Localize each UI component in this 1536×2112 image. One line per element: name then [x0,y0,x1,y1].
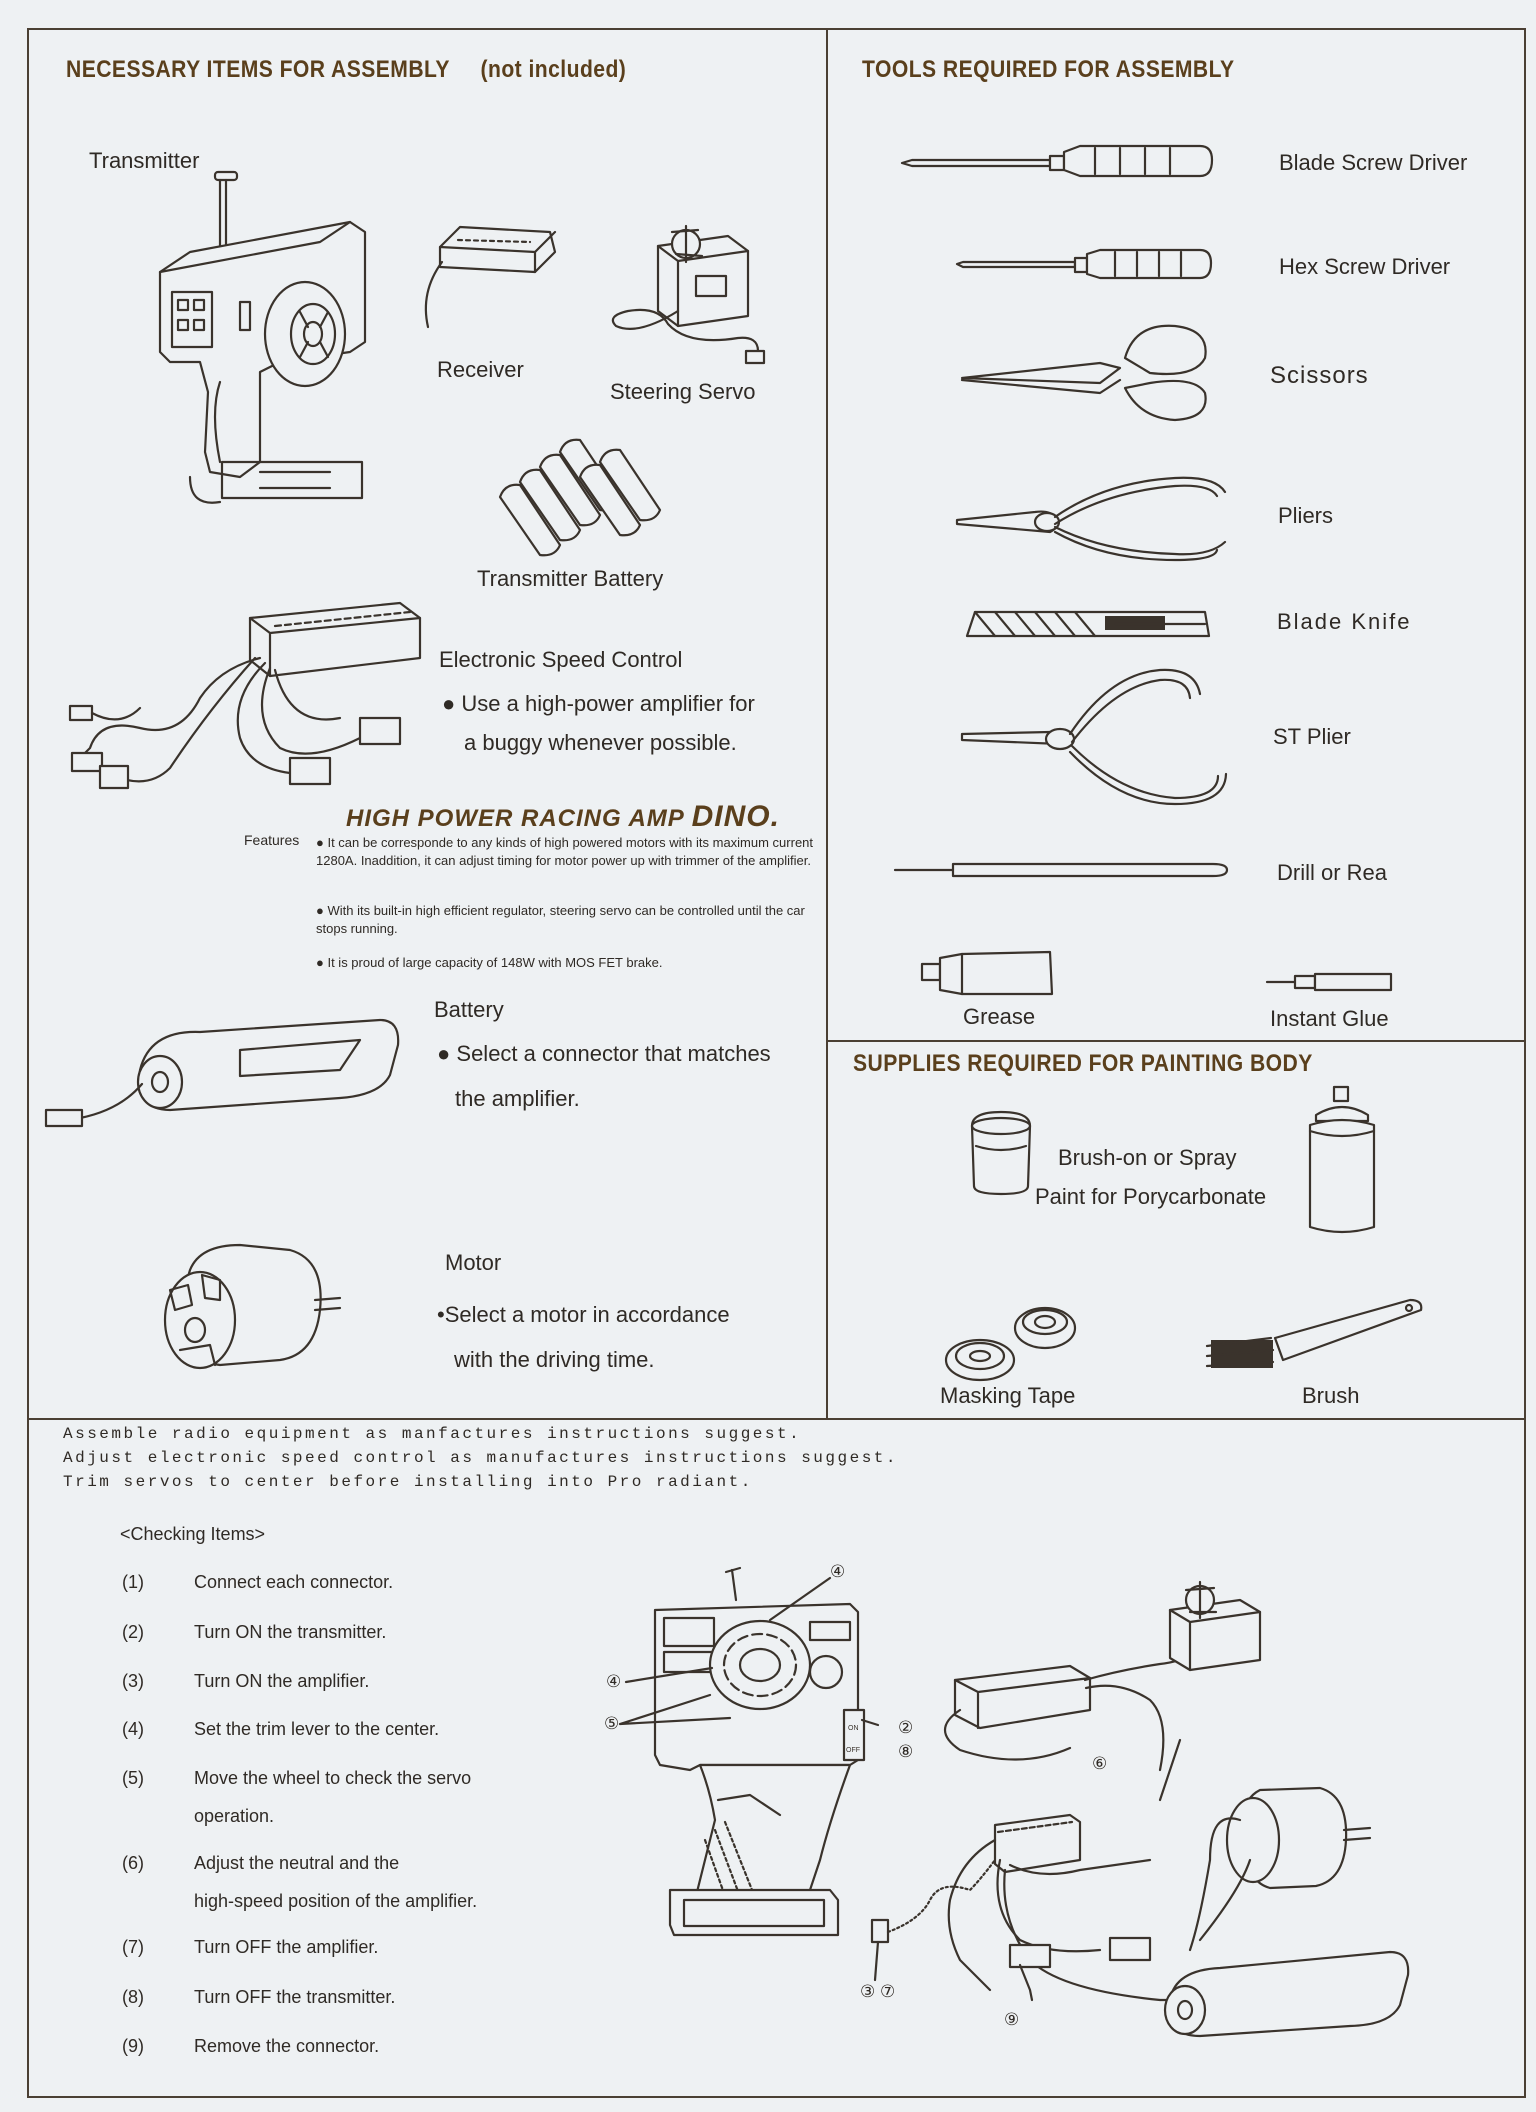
grease-label: Grease [963,1004,1036,1029]
st-plier-icon [960,668,1228,806]
check-item-number: (8) [122,1987,144,2007]
callout-8: ⑧ [898,1742,914,1761]
check-item-text: Turn OFF the amplifier. [194,1937,379,1957]
transmitter-battery-illustration [498,438,662,557]
amp-title-part-a: HIGH POWER RACING AMP [346,805,692,832]
check-item-number: (6) [122,1853,144,1873]
motor-label: Motor [445,1250,502,1275]
masking-tape-label: Masking Tape [940,1383,1076,1408]
instant-glue-icon [1265,972,1393,992]
check-item-number: (4) [122,1719,144,1739]
features-label: Features [244,832,300,848]
callout-9: ⑨ [1004,2010,1020,2029]
painting-title: SUPPLIES REQUIRED FOR PAINTING BODY [853,1050,1313,1077]
callout-3-7: ③ ⑦ [860,1982,896,2001]
instant-glue-label: Instant Glue [1270,1006,1389,1031]
transmitter-label: Transmitter [89,148,200,173]
check-item-text: high-speed position of the amplifier. [194,1891,478,1911]
check-item-text: Move the wheel to check the servo [194,1768,472,1788]
blade-knife-icon [965,610,1211,638]
grease-icon [920,950,1054,996]
instruction-line-2: Adjust electronic speed control as manuf… [63,1449,899,1467]
check-item-number: (1) [122,1572,144,1592]
tools-title: TOOLS REQUIRED FOR ASSEMBLY [862,56,1235,83]
motor-illustration [163,1243,342,1370]
amp-title-dino: DINO. [691,800,780,833]
check-item-text: Remove the connector. [194,2036,380,2056]
battery-label: Battery [434,997,504,1022]
pliers-label: Pliers [1278,503,1334,528]
check-item-text: operation. [194,1806,275,1826]
check-item-number: (3) [122,1671,144,1691]
blade-screw-driver-label: Blade Screw Driver [1279,150,1468,175]
callout-2: ② [898,1718,914,1737]
hex-screw-driver-label: Hex Screw Driver [1279,254,1451,279]
check-item-text: Adjust the neutral and the [194,1853,400,1873]
scissors-label: Scissors [1270,362,1369,389]
check-item-number: (5) [122,1768,144,1788]
check-item-number: (2) [122,1622,144,1642]
steering-servo-label: Steering Servo [610,379,756,404]
receiver-label: Receiver [437,357,524,382]
check-item-text: Turn ON the amplifier. [194,1671,370,1691]
callout-5: ⑤ [604,1714,620,1733]
check-item-text: Set the trim lever to the center. [194,1719,440,1739]
hex-screw-driver-icon [955,248,1213,280]
callout-4-left: ④ [606,1672,622,1691]
check-item-text: Connect each connector. [194,1572,394,1592]
callout-6: ⑥ [1092,1754,1108,1773]
check-item-text: Turn OFF the transmitter. [194,1987,396,2007]
esc-illustration [68,601,422,790]
st-plier-label: ST Plier [1273,724,1351,749]
esc-note-2: a buggy whenever possible. [464,730,737,755]
blade-knife-label: Blade Knife [1277,609,1412,634]
brush-label: Brush [1302,1383,1360,1408]
necessary-items-title: NECESSARY ITEMS FOR ASSEMBLY (not includ… [66,56,626,84]
switch-off-label: OFF [846,1747,860,1754]
paint-label-1: Brush-on or Spray [1058,1145,1237,1170]
amp-feature-1: ● It can be corresponde to any kinds of … [316,835,814,868]
amp-feature-3: ● It is proud of large capacity of 148W … [316,955,663,970]
motor-note-1: •Select a motor in accordance [437,1302,730,1327]
spray-can-icon [1308,1085,1376,1234]
pliers-icon [955,476,1227,562]
motor-note-2: with the driving time. [454,1347,655,1372]
instruction-line-1: Assemble radio equipment as manfactures … [63,1425,802,1443]
not-included-note: (not included) [480,56,627,83]
drill-icon [893,862,1229,878]
scissors-icon [960,324,1207,422]
receiver-illustration [424,225,557,329]
checking-items-heading: <Checking Items> [120,1524,266,1544]
checking-panel [27,1418,1526,2098]
battery-pack-illustration [44,1018,400,1128]
transmitter-battery-label: Transmitter Battery [477,566,664,591]
callout-4-top: ④ [830,1562,846,1581]
brush-icon [1205,1298,1423,1368]
necessary-items-heading: NECESSARY ITEMS FOR ASSEMBLY [66,56,450,83]
esc-note-1: ● Use a high-power amplifier for [442,691,755,716]
paint-label-2: Paint for Porycarbonate [1035,1184,1267,1209]
drill-label: Drill or Rea [1277,860,1388,885]
check-item-number: (7) [122,1937,144,1957]
battery-note-1: ● Select a connector that matches [437,1041,771,1066]
battery-note-2: the amplifier. [455,1086,580,1111]
esc-label: Electronic Speed Control [439,647,683,672]
instruction-line-3: Trim servos to center before installing … [63,1473,753,1491]
masking-tape-icon [944,1306,1077,1382]
blade-screw-driver-icon [900,144,1214,178]
steering-servo-illustration [611,224,766,365]
transmitter-illustration [158,170,367,504]
wiring-diagram: ON OFF [618,1566,1410,2038]
switch-on-label: ON [848,1725,859,1732]
amp-dino-title: HIGH POWER RACING AMP DINO. [346,800,780,834]
check-item-text: Turn ON the transmitter. [194,1622,387,1642]
check-item-number: (9) [122,2036,144,2056]
paint-jar-icon [970,1110,1032,1196]
amp-feature-2: ● With its built-in high efficient regul… [316,903,805,936]
